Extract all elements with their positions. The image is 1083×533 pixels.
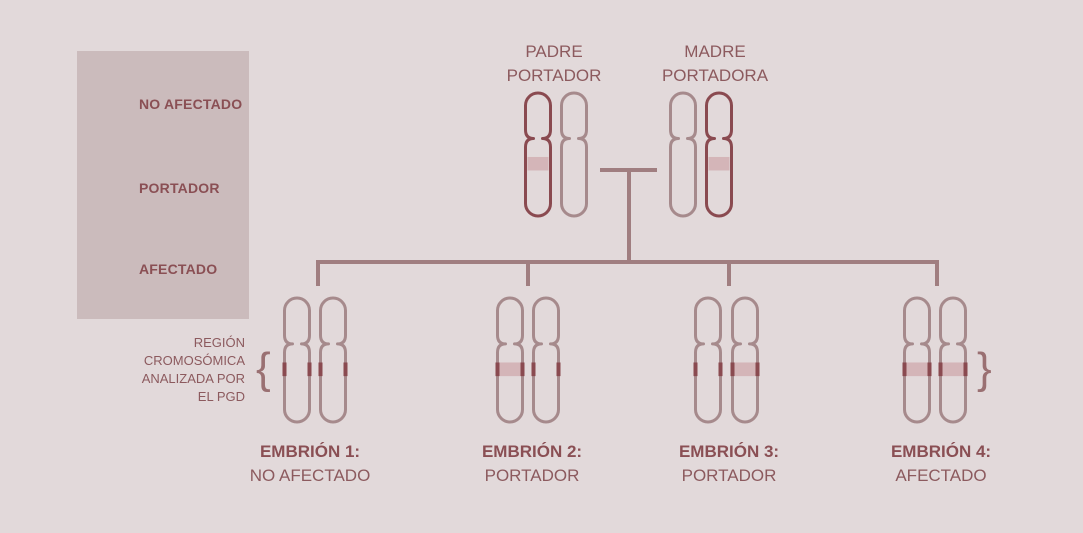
father-chromosome-right-outline — [560, 91, 588, 218]
mother-chromosome-right-outline — [705, 91, 733, 218]
legend-label-carrier: PORTADOR — [139, 180, 220, 196]
mother-chromosome-right — [705, 91, 733, 218]
embryo-4-status: AFECTADO — [895, 466, 987, 485]
embryo-3-title: EMBRIÓN 3: — [678, 442, 780, 461]
father-chromosome-right — [560, 91, 588, 218]
region-label-line2: CROMOSÓMICA — [143, 353, 245, 368]
region-brace-left-icon: { — [256, 344, 271, 393]
embryo-2-chromosome-left-mutation-band — [499, 362, 521, 377]
embryo-2-title: EMBRIÓN 2: — [481, 442, 583, 461]
father-chromosome-left-outline — [524, 91, 552, 218]
embryo-4-chromosome-left — [902, 296, 932, 424]
region-brace-right-icon: } — [977, 344, 992, 393]
region-label-line1: REGIÓN — [193, 335, 245, 350]
mother-chromosome-right-mutation-band — [708, 156, 730, 171]
embryo-3-chromosome-left — [693, 296, 723, 424]
region-label: REGIÓN CROMOSÓMICA ANALIZADA POR EL PGD — [120, 334, 245, 406]
region-label-line3: ANALIZADA POR — [141, 371, 245, 386]
father-chromosome-left — [524, 91, 552, 218]
mother-chromosome-left — [669, 91, 697, 218]
embryo-4-label: EMBRIÓN 4: AFECTADO — [861, 440, 1021, 488]
embryo-3-chromosome-right-mutation-band — [734, 362, 756, 377]
embryo-4-chromosome-right — [938, 296, 968, 424]
embryo-2-label: EMBRIÓN 2: PORTADOR — [452, 440, 612, 488]
father-label: PADRE PORTADOR — [494, 40, 614, 88]
embryo-1-chromosome-left — [282, 296, 312, 424]
embryo-1-title: EMBRIÓN 1: — [259, 442, 361, 461]
embryo-1-label: EMBRIÓN 1: NO AFECTADO — [230, 440, 390, 488]
embryo-4-chromosome-right-outline — [939, 296, 967, 424]
legend-label-affected: AFECTADO — [139, 261, 218, 277]
father-label-line2: PORTADOR — [506, 66, 602, 85]
embryo-4-chromosome-left-mutation-band — [906, 362, 928, 377]
embryo-1-chromosome-right-outline — [319, 296, 347, 424]
embryo-4-chromosome-right-mutation-band — [942, 362, 964, 377]
mother-label-line1: MADRE — [684, 42, 746, 61]
embryo-3-chromosome-right-outline — [731, 296, 759, 424]
father-label-line1: PADRE — [525, 42, 583, 61]
embryo-1-status: NO AFECTADO — [249, 466, 371, 485]
embryo-2-status: PORTADOR — [484, 466, 580, 485]
embryo-1-chromosome-right — [318, 296, 348, 424]
embryo-2-chromosome-right-outline — [532, 296, 560, 424]
embryo-1-chromosome-left-outline — [283, 296, 311, 424]
mother-label-line2: PORTADORA — [661, 66, 769, 85]
embryo-2-chromosome-left-outline — [496, 296, 524, 424]
embryo-3-chromosome-left-outline — [694, 296, 722, 424]
mother-label: MADRE PORTADORA — [652, 40, 778, 88]
embryo-2-chromosome-right — [531, 296, 561, 424]
embryo-3-label: EMBRIÓN 3: PORTADOR — [649, 440, 809, 488]
region-label-line4: EL PGD — [197, 389, 245, 404]
embryo-3-status: PORTADOR — [681, 466, 777, 485]
mother-chromosome-left-outline — [669, 91, 697, 218]
legend-panel — [77, 51, 249, 319]
embryo-2-chromosome-left — [495, 296, 525, 424]
embryo-4-title: EMBRIÓN 4: — [890, 442, 992, 461]
embryo-4-chromosome-left-outline — [903, 296, 931, 424]
embryo-3-chromosome-right — [730, 296, 760, 424]
father-chromosome-left-mutation-band — [527, 156, 549, 171]
legend-label-unaffected: NO AFECTADO — [139, 96, 243, 112]
